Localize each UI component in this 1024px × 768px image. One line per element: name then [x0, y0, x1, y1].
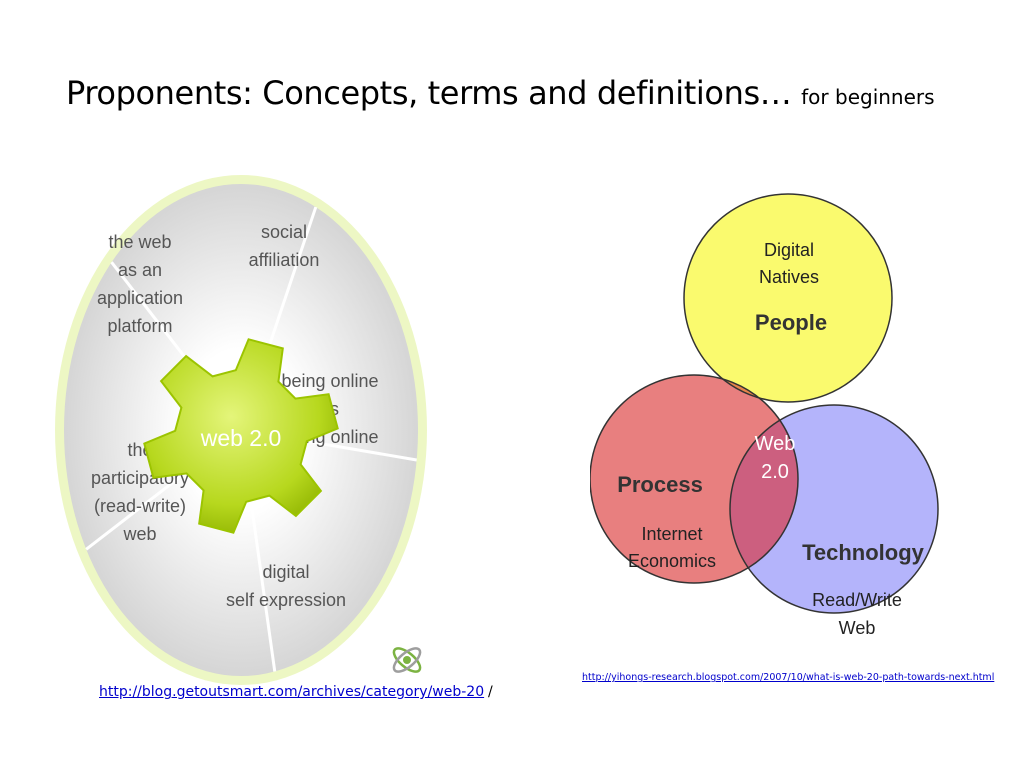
hub-label: web 2.0 [200, 425, 282, 451]
wheel-segment-1-line-1: social [261, 222, 307, 242]
wheel-segment-3-line-1: digital [262, 562, 309, 582]
venn-center-line-2: 2.0 [761, 461, 789, 483]
people-heading: People [755, 310, 827, 335]
venn-center-line-1: Web [755, 433, 796, 455]
wheel-segment-5-line-2: as an [118, 260, 162, 280]
venn-circle-people [684, 194, 892, 402]
wheel-segment-1-line-2: affiliation [249, 250, 320, 270]
title-subtitle: for beginners [801, 85, 935, 109]
wheel-segment-5-line-3: application [97, 288, 183, 308]
technology-heading: Technology [802, 540, 925, 565]
source-link-right[interactable]: http://yihongs-research.blogspot.com/200… [582, 672, 995, 683]
wheel-segment-2-line-1: being online [281, 371, 378, 391]
technology-line-1: Read/Write [812, 590, 902, 610]
process-line-2: Economics [628, 551, 716, 571]
source-link-left-suffix: / [488, 684, 493, 700]
wheel-segment-3-line-2: self expression [226, 590, 346, 610]
title-main: Proponents: Concepts, terms and definiti… [66, 74, 792, 112]
source-link-left[interactable]: http://blog.getoutsmart.com/archives/cat… [99, 684, 485, 700]
wheel-segment-5-line-1: the web [108, 232, 171, 252]
slide-title: Proponents: Concepts, terms and definiti… [66, 74, 935, 112]
process-line-1: Internet [641, 524, 702, 544]
process-heading: Process [617, 472, 703, 497]
wheel-segment-4-line-3: (read-write) [94, 496, 186, 516]
wheel-segment-4-line-4: web [122, 524, 156, 544]
wheel-segment-5-line-4: platform [107, 316, 172, 336]
atom-logo-icon [392, 647, 422, 673]
web20-venn-diagram: Digital Natives People Web 2.0 Process I… [590, 193, 939, 638]
technology-line-2: Web [839, 618, 876, 638]
web20-hub [143, 338, 339, 534]
people-line-1: Digital [764, 240, 814, 260]
people-line-2: Natives [759, 267, 819, 287]
